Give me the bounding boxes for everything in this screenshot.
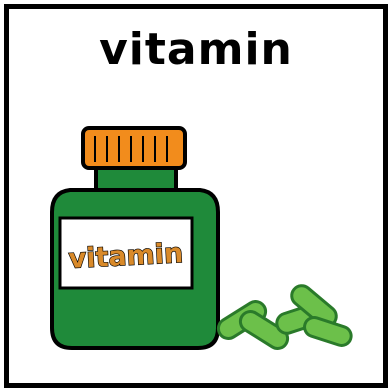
bottle-label-text: vitamin [68,238,184,275]
vitamin-bottle-icon: vitamin [50,126,220,350]
card-title: vitamin [99,24,293,75]
pills-icon [216,284,353,350]
